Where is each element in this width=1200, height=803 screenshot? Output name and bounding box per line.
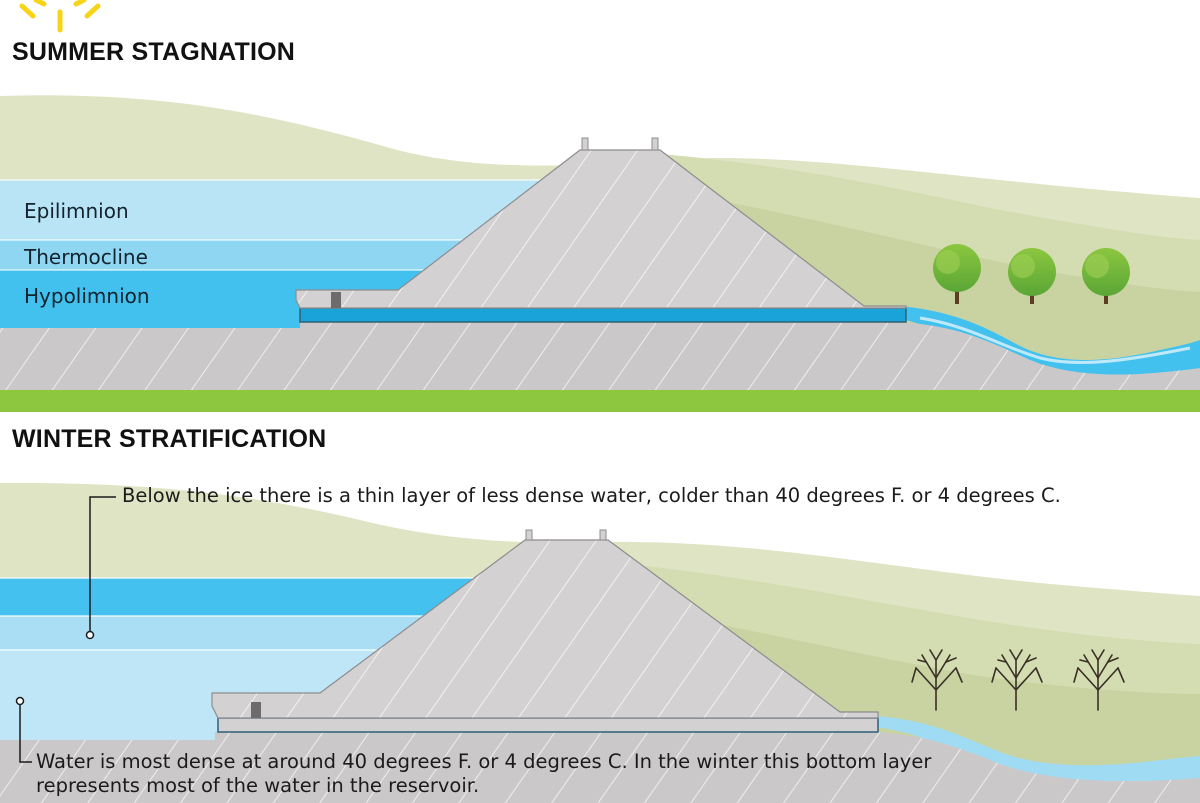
dam-crest-post <box>525 529 533 541</box>
winter-title: WINTER STRATIFICATION <box>12 425 327 453</box>
summer-panel <box>0 0 1200 390</box>
winter-tree <box>991 649 1043 711</box>
ground <box>0 732 1200 803</box>
ice-layer-callout: Below the ice there is a thin layer of l… <box>122 484 1061 507</box>
surface-cold-layer <box>0 578 490 616</box>
summer-tree <box>1008 248 1056 304</box>
callout-leader-top <box>85 496 116 640</box>
thermocline-label: Thermocline <box>24 245 148 269</box>
intake-gate <box>251 702 261 718</box>
downstream-river <box>876 716 1200 787</box>
winter-panel <box>0 482 1200 803</box>
dam-embankment <box>295 149 907 309</box>
summer-tree <box>933 244 981 304</box>
panel-divider <box>0 390 1200 412</box>
intake-gate <box>331 292 341 308</box>
epilimnion-label: Epilimnion <box>24 199 129 223</box>
winter-tree <box>1073 649 1125 711</box>
sun-icon <box>19 0 101 33</box>
outlet-pipe <box>299 307 907 323</box>
dam-crest-post <box>581 137 589 151</box>
summer-tree <box>1082 248 1130 304</box>
epilimnion-layer <box>0 180 560 240</box>
winter-tree <box>911 649 963 711</box>
ground <box>0 322 1200 390</box>
outlet-pipe <box>217 717 879 733</box>
summer-title: SUMMER STAGNATION <box>12 38 296 66</box>
callout-leader-bottom <box>15 696 32 763</box>
dam-embankment <box>211 539 879 719</box>
dam-crest-post <box>599 529 607 541</box>
dam-crest-post <box>651 137 659 151</box>
dense-layer-callout: Water is most dense at around 40 degrees… <box>36 750 932 797</box>
hypolimnion-label: Hypolimnion <box>24 284 150 308</box>
